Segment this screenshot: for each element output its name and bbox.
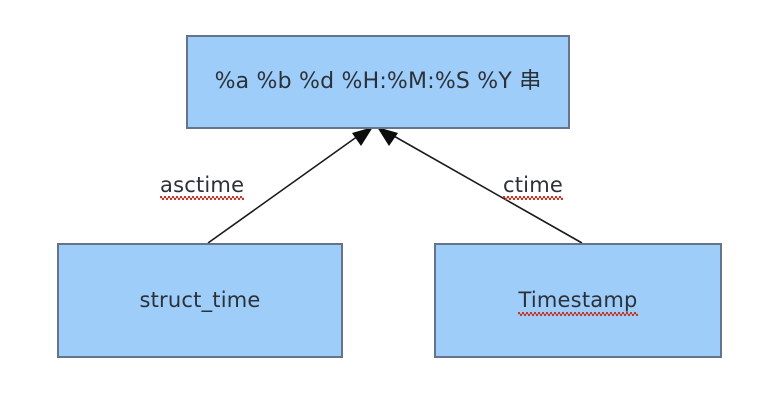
node-format-string[interactable]: %a %b %d %H:%M:%S %Y 串 xyxy=(186,35,570,129)
edge-label-ctime-text: ctime xyxy=(503,173,563,200)
node-timestamp-label: Timestamp xyxy=(518,288,638,316)
node-format-string-label: %a %b %d %H:%M:%S %Y 串 xyxy=(214,69,542,95)
node-struct-time-label: struct_time xyxy=(139,288,261,313)
node-timestamp[interactable]: Timestamp xyxy=(434,243,722,358)
node-struct-time[interactable]: struct_time xyxy=(57,243,343,358)
arrowhead-ctime xyxy=(377,127,398,146)
edge-label-ctime: ctime xyxy=(503,173,563,200)
arrowhead-asctime xyxy=(352,127,373,146)
edge-label-asctime: asctime xyxy=(160,173,245,200)
edge-label-asctime-text: asctime xyxy=(160,173,245,200)
